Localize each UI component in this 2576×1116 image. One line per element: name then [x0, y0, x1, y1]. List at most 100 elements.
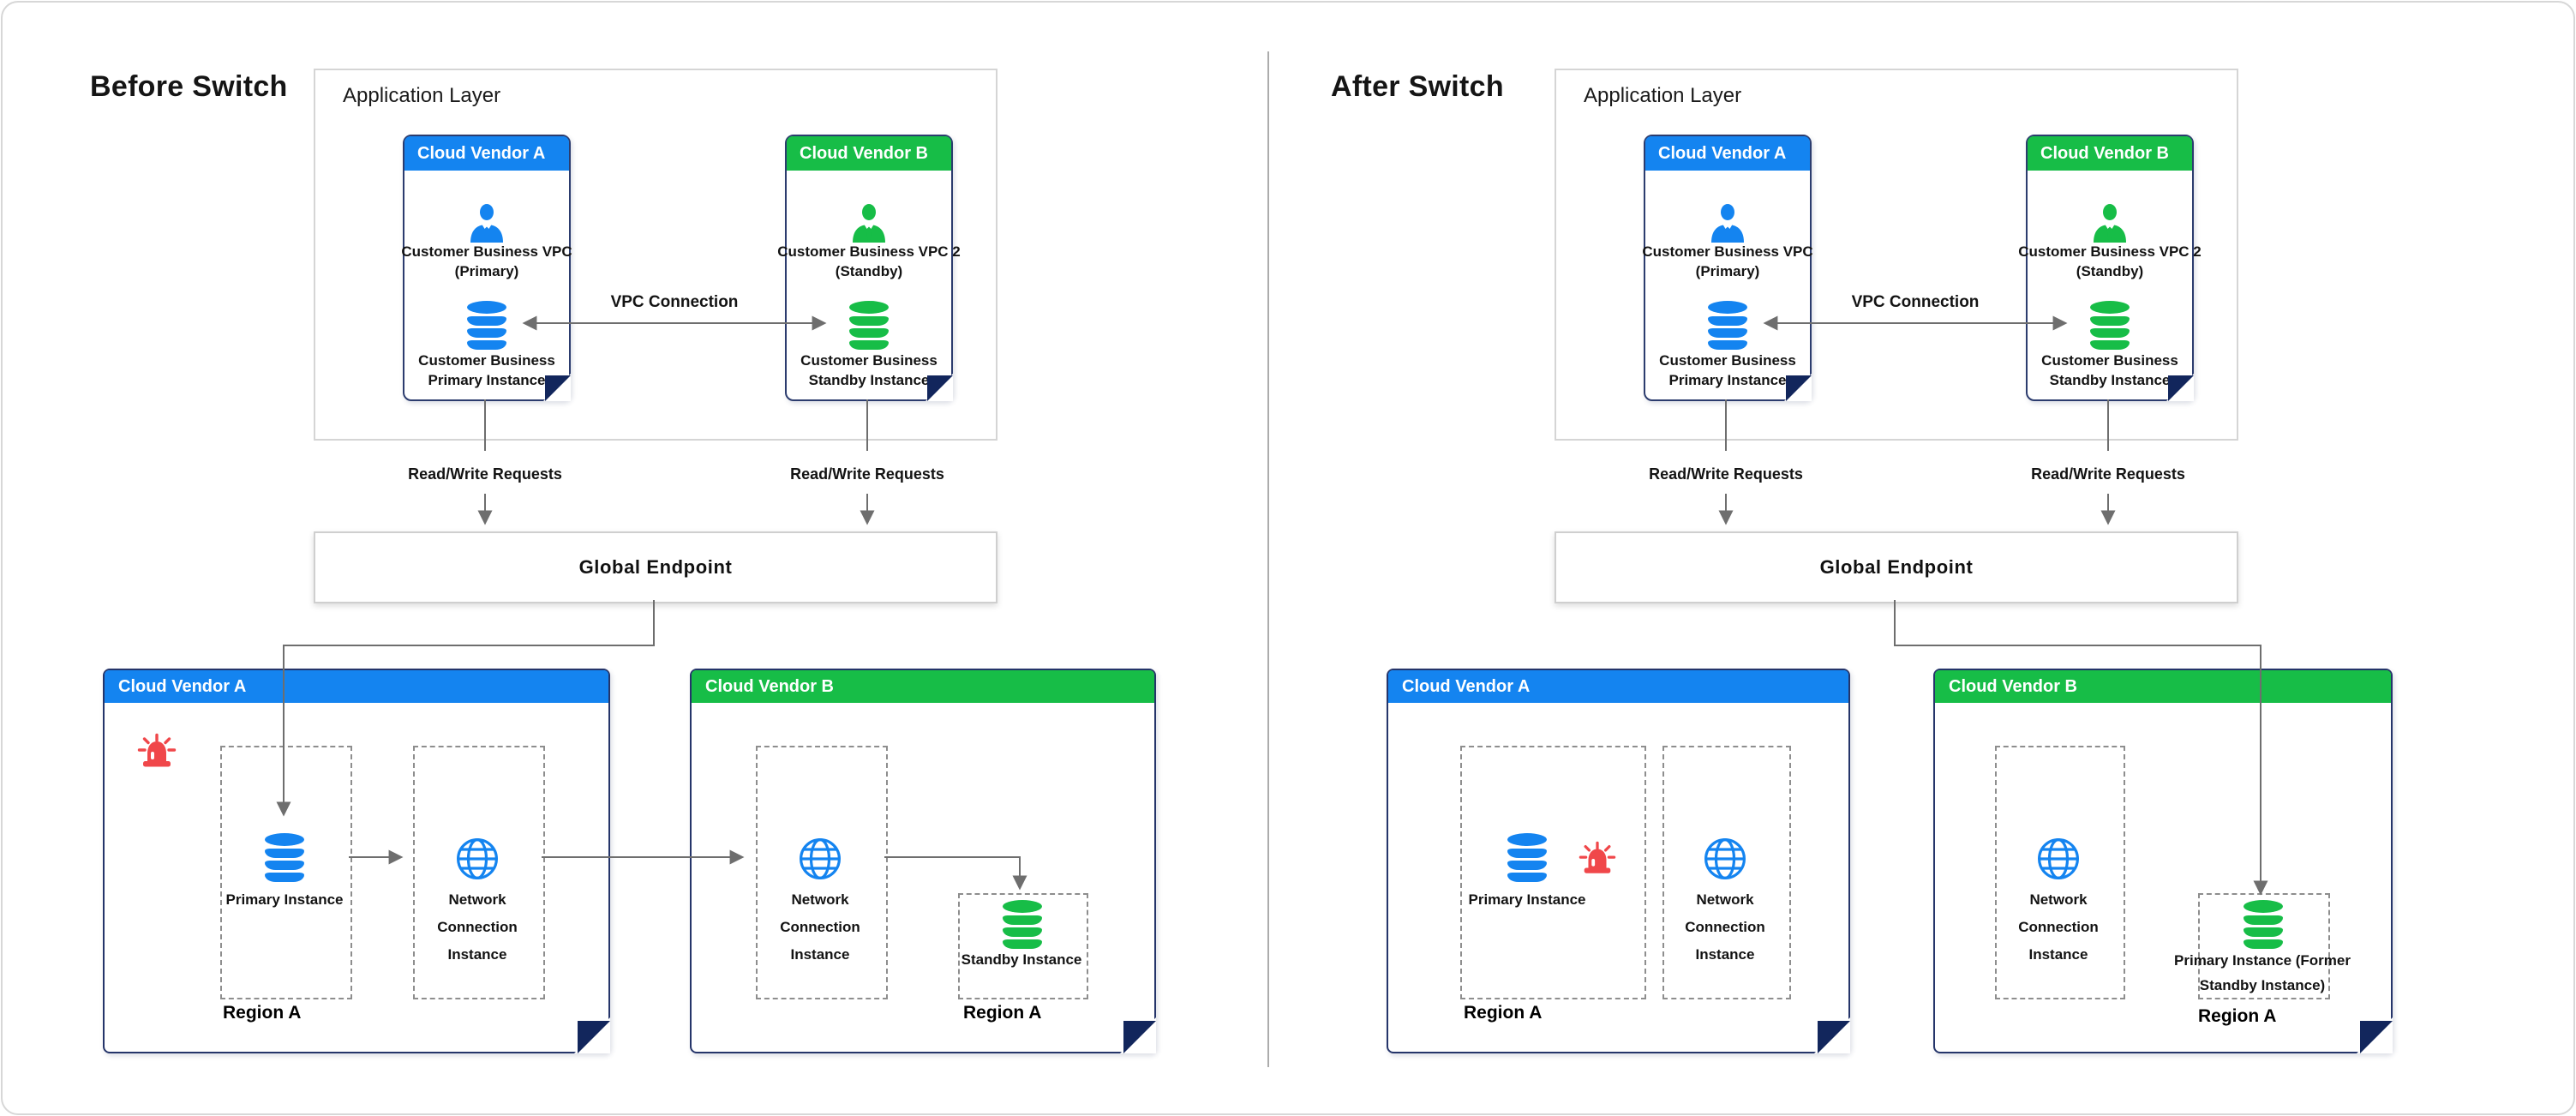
user-icon	[850, 203, 888, 247]
database-icon	[849, 301, 889, 350]
after-vendor-b-card-header: Cloud Vendor B	[2028, 136, 2192, 171]
after-application-layer-label: Application Layer	[1584, 84, 1742, 107]
database-icon	[2090, 301, 2130, 350]
network-globe-icon	[2036, 837, 2081, 885]
nci-line1: Network	[791, 891, 849, 908]
instance-label-line1: Customer Business	[1659, 352, 1796, 369]
nci-line2: Connection	[780, 919, 860, 935]
user-icon	[468, 203, 506, 247]
instance-label-line2: Primary Instance	[1668, 372, 1787, 388]
instance-label: Customer Business Standby Instance	[800, 351, 938, 390]
vpc-label-line2: (Standby)	[2076, 263, 2144, 279]
before-region-a-label: Region A	[223, 1003, 302, 1023]
database-icon	[467, 301, 506, 350]
nci-line3: Instance	[447, 946, 507, 963]
before-standby-instance-label: Standby Instance	[961, 951, 1082, 968]
network-globe-icon	[1703, 837, 1747, 885]
before-vpc-connection-label: VPC Connection	[610, 293, 739, 311]
before-nci-label: Network Connection Instance	[383, 886, 572, 969]
database-icon	[1708, 301, 1747, 350]
instance-label-line2: Standby Instance	[2049, 372, 2171, 388]
former-label-line1: Primary Instance (Former	[2174, 952, 2351, 969]
instance-label-line1: Customer Business	[2041, 352, 2178, 369]
before-vendor-b-card-header: Cloud Vendor B	[787, 136, 951, 171]
dogear-fold-icon	[1786, 375, 1812, 401]
after-nci-label: Network Connection Instance	[1631, 886, 1819, 969]
after-rw-label-right: Read/Write Requests	[2031, 465, 2185, 483]
dogear-fold-icon	[578, 1021, 610, 1053]
before-region-a-header: Cloud Vendor A	[105, 670, 608, 703]
database-icon	[1507, 833, 1547, 882]
nci-line2: Connection	[437, 919, 518, 935]
before-vendor-a-card-header: Cloud Vendor A	[404, 136, 569, 171]
before-region-vendor-a: Cloud Vendor A Primary Instance	[103, 669, 610, 1053]
instance-label: Customer Business Standby Instance	[2041, 351, 2178, 390]
after-vpc-connection-label: VPC Connection	[1851, 293, 1980, 311]
dogear-fold-icon	[2360, 1021, 2393, 1053]
after-region-b-header: Cloud Vendor B	[1935, 670, 2391, 703]
before-global-endpoint-box: Global Endpoint	[314, 531, 997, 603]
after-primary-instance-dashed-box	[1460, 746, 1646, 999]
instance-label-line2: Standby Instance	[808, 372, 930, 388]
dogear-fold-icon	[1818, 1021, 1850, 1053]
vpc-label: Customer Business VPC (Primary)	[401, 242, 572, 281]
network-globe-icon	[798, 837, 842, 885]
after-network-connection-dashed-box	[1662, 746, 1791, 999]
after-vendor-a-card-header: Cloud Vendor A	[1645, 136, 1810, 171]
vpc-label: Customer Business VPC (Primary)	[1642, 242, 1812, 281]
after-region-a-header: Cloud Vendor A	[1388, 670, 1848, 703]
before-primary-instance-label: Primary Instance	[225, 891, 344, 908]
nci-line1: Network	[2029, 891, 2088, 908]
vpc-label-line2: (Primary)	[1695, 263, 1760, 279]
user-icon	[1709, 203, 1746, 247]
instance-label-line1: Customer Business	[800, 352, 938, 369]
before-rw-label-right: Read/Write Requests	[790, 465, 944, 483]
vpc-label-line1: Customer Business VPC 2	[2018, 243, 2202, 260]
nci-line2: Connection	[1685, 919, 1765, 935]
before-standby-instance-dashed-box	[958, 893, 1088, 999]
vpc-label-line2: (Standby)	[835, 263, 903, 279]
former-label-line2: Standby Instance)	[2199, 977, 2326, 993]
nci-line3: Instance	[2028, 946, 2088, 963]
vpc-label-line1: Customer Business VPC 2	[777, 243, 961, 260]
dogear-fold-icon	[545, 375, 571, 401]
after-title: After Switch	[1331, 70, 1504, 103]
before-title: Before Switch	[90, 70, 288, 103]
database-icon	[2244, 900, 2283, 949]
instance-label: Customer Business Primary Instance	[1659, 351, 1796, 390]
after-vendor-b-card: Cloud Vendor B Customer Business VPC 2 (…	[2018, 135, 2202, 401]
after-b-nci-label: Network Connection Instance	[1964, 886, 2153, 969]
dogear-fold-icon	[2168, 375, 2194, 401]
alarm-icon	[137, 732, 177, 776]
dogear-fold-icon	[927, 375, 953, 401]
instance-label-line2: Primary Instance	[428, 372, 546, 388]
vpc-label-line1: Customer Business VPC	[1642, 243, 1813, 260]
before-b-nci-label: Network Connection Instance	[726, 886, 914, 969]
after-region-b-label: Region A	[2198, 1006, 2277, 1026]
before-region-vendor-b: Cloud Vendor B Network Connection Instan…	[690, 669, 1156, 1053]
vpc-label: Customer Business VPC 2 (Standby)	[2018, 242, 2202, 281]
instance-label: Customer Business Primary Instance	[418, 351, 555, 390]
after-primary-instance-label: Primary Instance	[1468, 891, 1586, 908]
after-region-vendor-a: Cloud Vendor A Primary Instance	[1387, 669, 1850, 1053]
vpc-label-line1: Customer Business VPC	[401, 243, 572, 260]
after-global-endpoint-box: Global Endpoint	[1555, 531, 2238, 603]
nci-line2: Connection	[2018, 919, 2099, 935]
before-vendor-a-card: Cloud Vendor A Customer Business VPC (Pr…	[401, 135, 572, 401]
database-icon	[265, 833, 304, 882]
before-application-layer-label: Application Layer	[343, 84, 501, 107]
after-rw-label-left: Read/Write Requests	[1649, 465, 1803, 483]
before-region-b-label: Region A	[963, 1003, 1042, 1023]
network-globe-icon	[455, 837, 500, 885]
nci-line1: Network	[1696, 891, 1754, 908]
database-icon	[1003, 900, 1042, 949]
nci-line3: Instance	[790, 946, 850, 963]
before-region-b-header: Cloud Vendor B	[692, 670, 1154, 703]
dogear-fold-icon	[1123, 1021, 1156, 1053]
before-global-endpoint-label: Global Endpoint	[578, 556, 733, 578]
after-region-vendor-b: Cloud Vendor B Network Connection Instan…	[1933, 669, 2393, 1053]
after-former-standby-label: Primary Instance (Former Standby Instanc…	[2108, 948, 2417, 998]
after-region-a-label: Region A	[1464, 1003, 1543, 1023]
nci-line1: Network	[448, 891, 506, 908]
